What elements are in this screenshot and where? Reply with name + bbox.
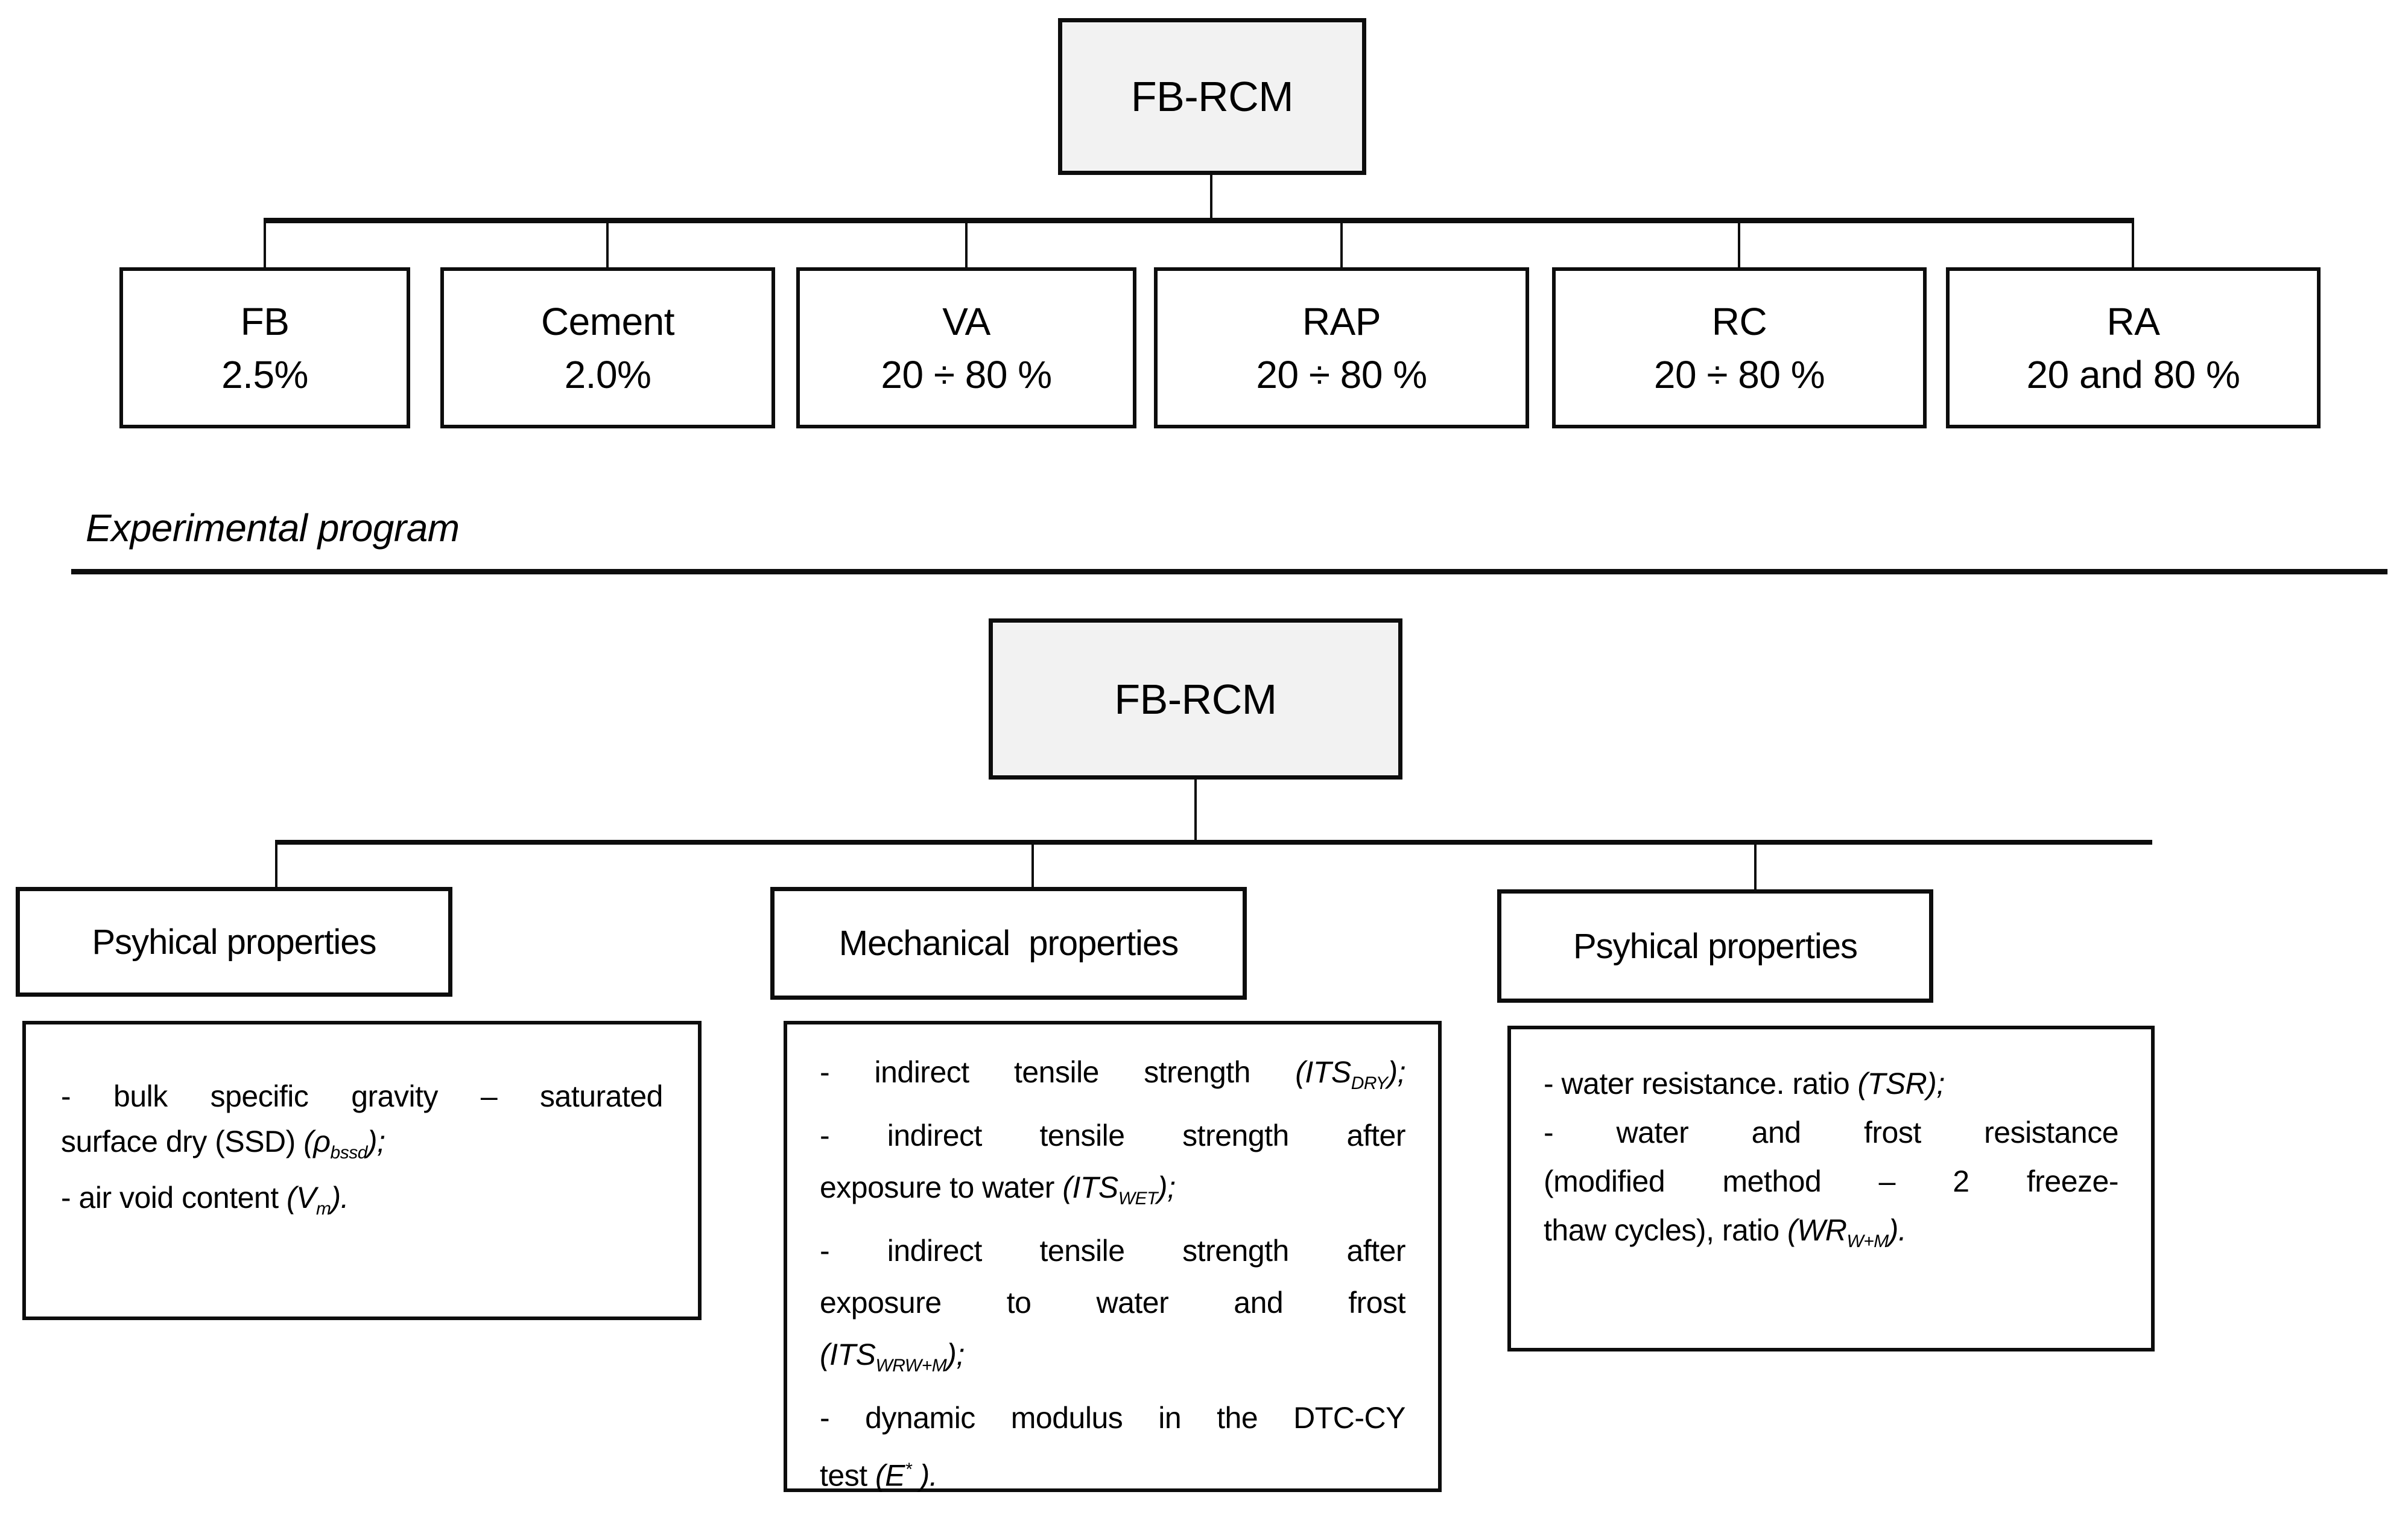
section-title: Experimental program xyxy=(86,506,460,550)
material-value: 20 and 80 % xyxy=(2026,352,2240,396)
connector-stub-va xyxy=(965,218,968,267)
material-name: RAP xyxy=(1302,299,1381,343)
detail-line: thaw cycles), ratio (WRW+M). xyxy=(1544,1213,1907,1251)
detail-line: exposure to water and frost xyxy=(820,1286,1406,1320)
material-box-fb: FB 2.5% xyxy=(119,267,410,428)
detail-line: - water and frost resistance xyxy=(1544,1116,2119,1149)
connector-stub-fb xyxy=(264,218,266,267)
detail-line: exposure to water (ITSWET); xyxy=(820,1170,1176,1209)
material-name: RA xyxy=(2106,299,2160,343)
detail-line: - indirect tensile strength after xyxy=(820,1234,1406,1268)
connector-stub-ra xyxy=(2132,218,2134,267)
experiment-root-label: FB-RCM xyxy=(1114,675,1277,723)
experiment-root-box: FB-RCM xyxy=(989,618,1402,780)
material-box-rc: RC 20 ÷ 80 % xyxy=(1552,267,1927,428)
material-name: RC xyxy=(1711,299,1767,343)
connector-stub-cement xyxy=(606,218,609,267)
material-box-rap: RAP 20 ÷ 80 % xyxy=(1154,267,1529,428)
material-box-ra: RA 20 and 80 % xyxy=(1946,267,2321,428)
detail-line: - water resistance. ratio (TSR); xyxy=(1544,1067,1945,1101)
material-value: 20 ÷ 80 % xyxy=(881,352,1052,396)
detail-line: (ITSWRW+M); xyxy=(820,1338,965,1376)
connector-stub-psyhical-2 xyxy=(1754,840,1757,889)
category-box-mechanical: Mechanical properties xyxy=(770,887,1247,1000)
material-name: Cement xyxy=(540,299,675,343)
connector-root-stub-bottom xyxy=(1194,780,1197,842)
material-name: FB xyxy=(240,299,290,343)
materials-root-box: FB-RCM xyxy=(1058,18,1366,175)
connector-horizontal-top xyxy=(265,218,2134,223)
connector-stub-psyhical-1 xyxy=(275,840,277,887)
connector-horizontal-bottom xyxy=(275,840,2152,845)
details-box-psyhical-2: - water resistance. ratio (TSR); - water … xyxy=(1507,1026,2155,1351)
connector-stub-mechanical xyxy=(1031,840,1034,887)
category-title: Psyhical properties xyxy=(1573,926,1858,966)
detail-line: - air void content (Vm). xyxy=(61,1181,349,1219)
detail-line: - indirect tensile strength after xyxy=(820,1119,1406,1152)
material-value: 20 ÷ 80 % xyxy=(1653,352,1825,396)
details-box-psyhical-1: - bulk specific gravity – saturated surfa… xyxy=(22,1021,702,1320)
material-name: VA xyxy=(942,299,990,343)
material-box-cement: Cement 2.0% xyxy=(440,267,775,428)
category-box-psyhical-2: Psyhical properties xyxy=(1497,889,1933,1003)
section-divider-rule xyxy=(71,569,2387,574)
detail-line: - indirect tensile strength (ITSDRY); xyxy=(820,1055,1405,1093)
material-value: 20 ÷ 80 % xyxy=(1256,352,1427,396)
category-title: Psyhical properties xyxy=(92,922,377,962)
material-box-va: VA 20 ÷ 80 % xyxy=(796,267,1136,428)
details-box-mechanical: - indirect tensile strength (ITSDRY); - i… xyxy=(784,1021,1442,1493)
detail-line: - dynamic modulus in the DTC-CY xyxy=(820,1401,1406,1435)
detail-line: surface dry (SSD) (ρbssd); xyxy=(61,1125,385,1163)
category-title: Mechanical properties xyxy=(838,924,1179,963)
detail-line: - bulk specific gravity – saturated xyxy=(61,1079,664,1113)
detail-line: test (E* ). xyxy=(820,1458,938,1493)
materials-root-label: FB-RCM xyxy=(1130,73,1294,120)
connector-stub-rc xyxy=(1738,218,1740,267)
connector-root-stub-top xyxy=(1210,175,1212,220)
connector-stub-rap xyxy=(1340,218,1343,267)
detail-line: (modified method – 2 freeze- xyxy=(1544,1164,2119,1198)
material-value: 2.5% xyxy=(221,352,308,396)
material-value: 2.0% xyxy=(564,352,651,396)
category-box-psyhical-1: Psyhical properties xyxy=(16,887,452,997)
